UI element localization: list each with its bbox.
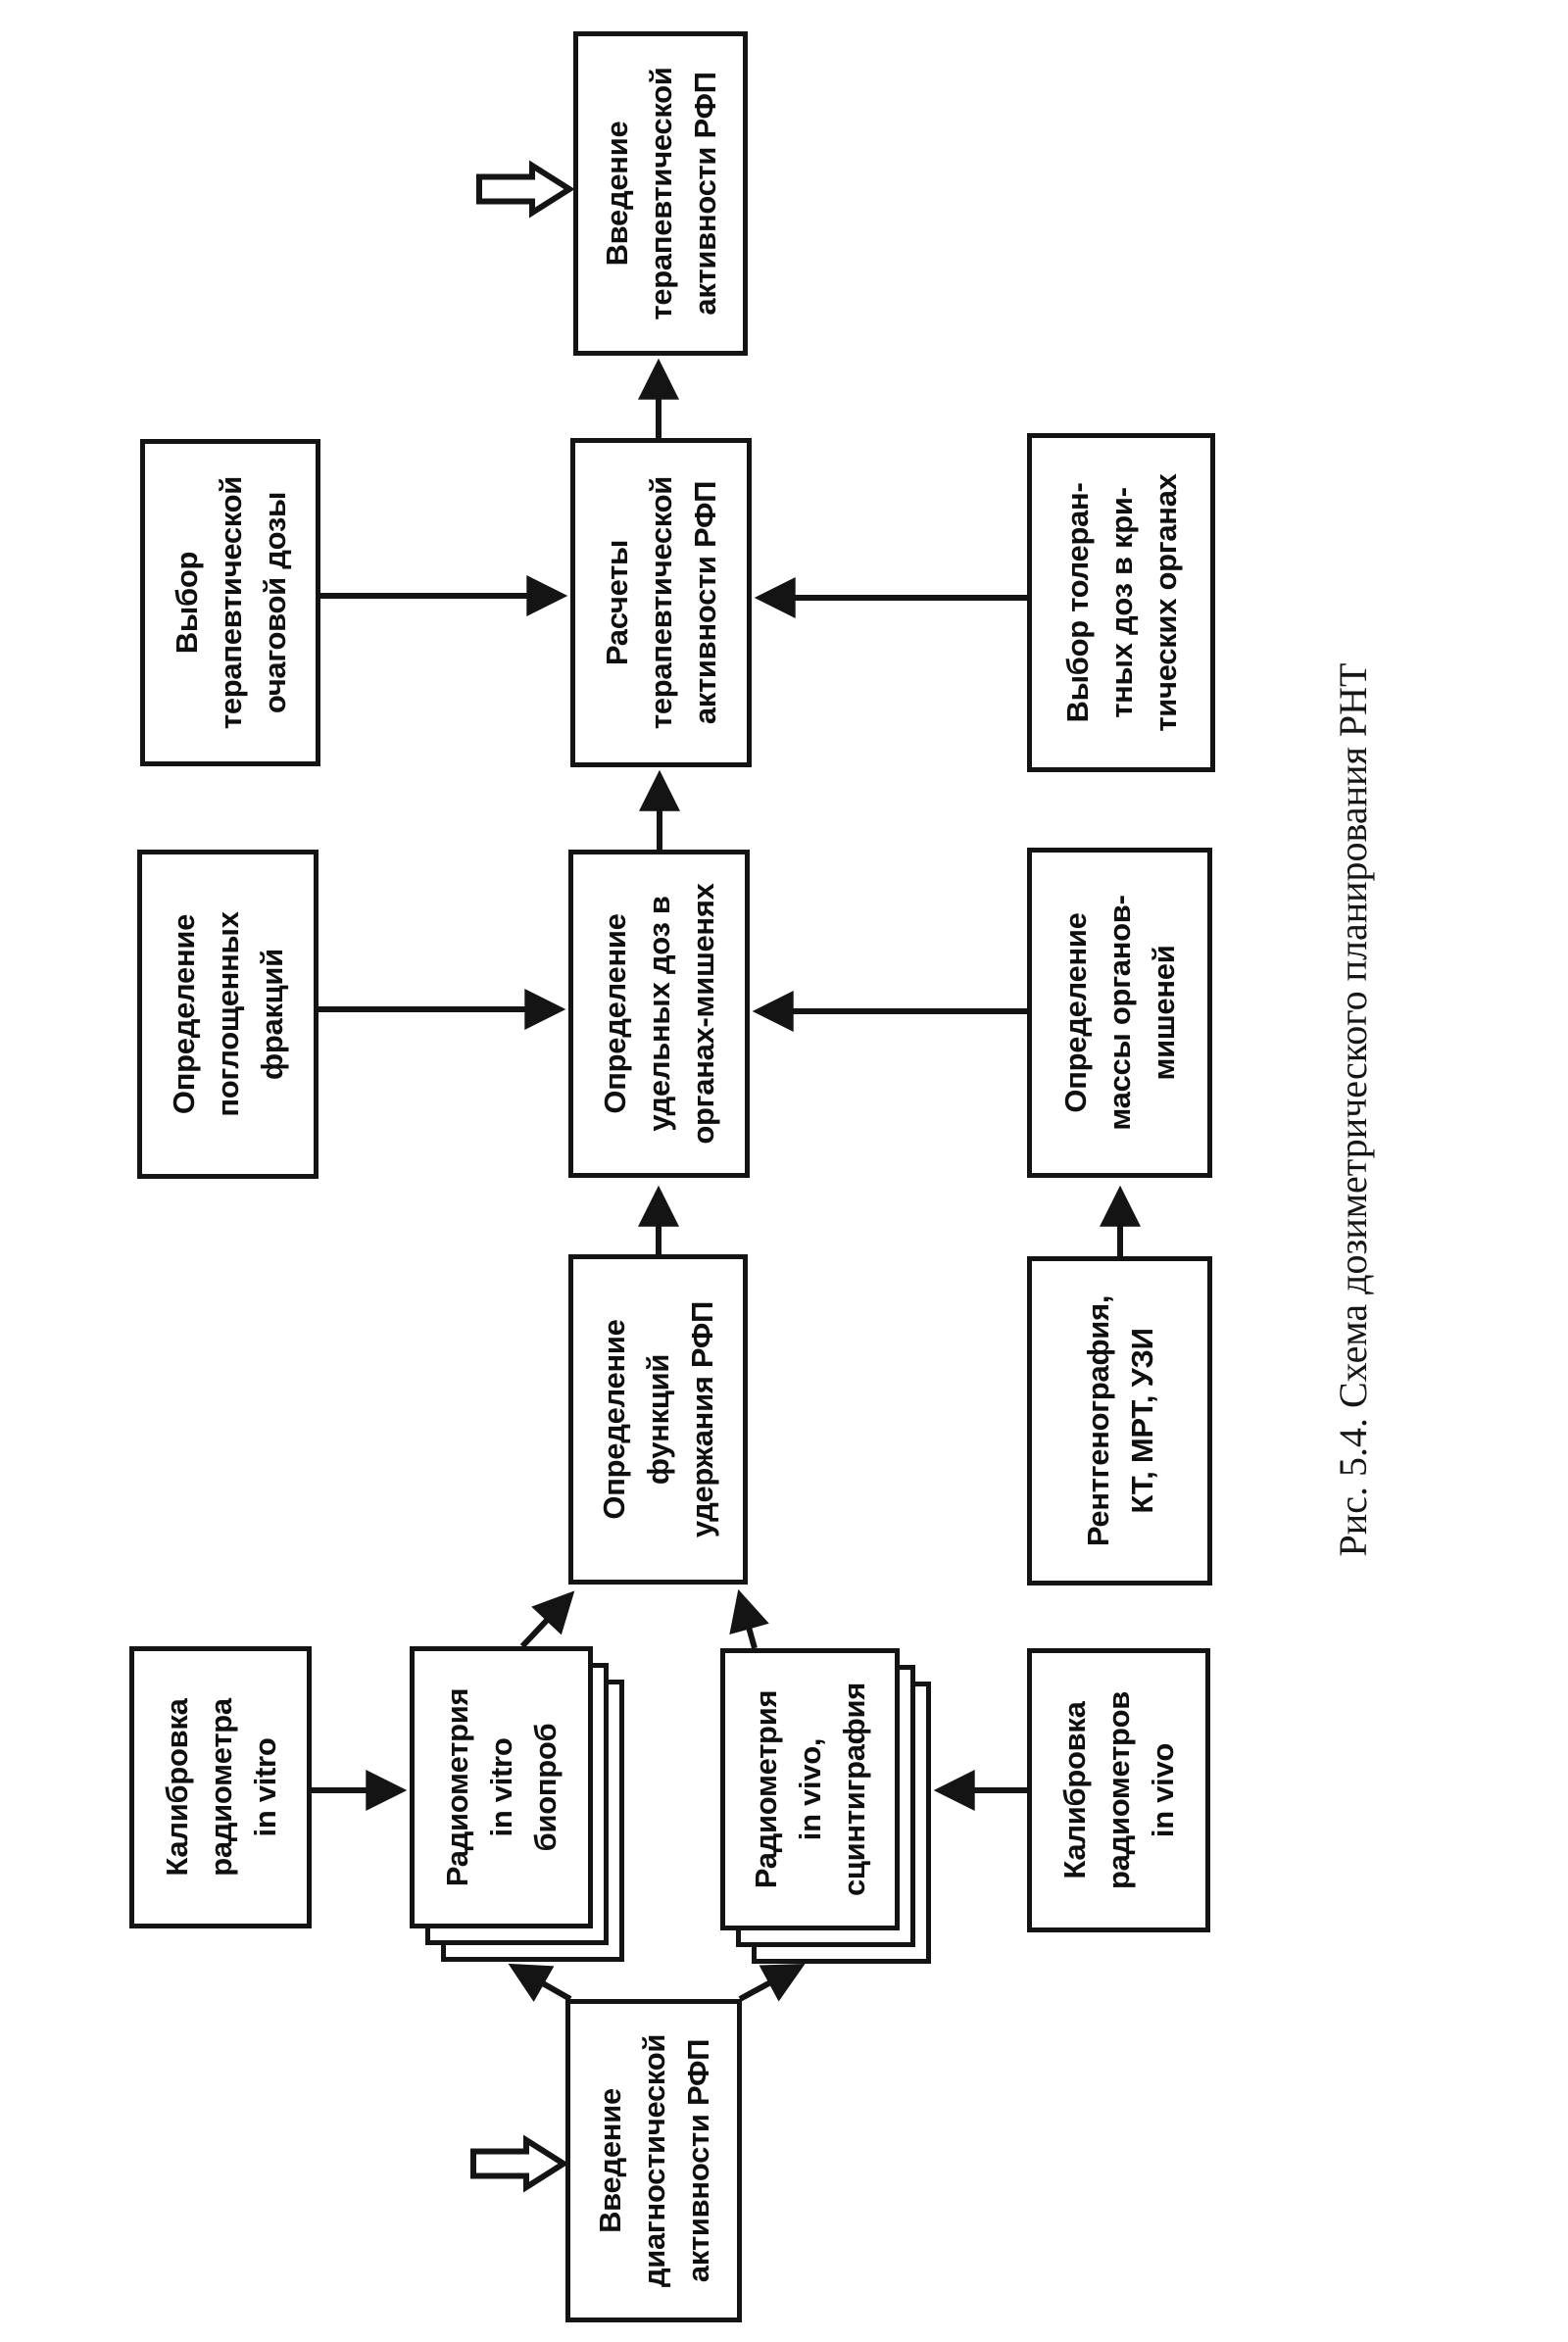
node-inject-diagnostic: Введение диагностической активности РФП bbox=[565, 1999, 742, 2322]
node-label: Рентгенография, КТ, МРТ, УЗИ bbox=[1080, 1294, 1159, 1547]
node-calibration-in-vitro: Калибровка радиометра in vitro bbox=[129, 1646, 312, 1928]
injection-block-arrow-diagnostic bbox=[470, 2134, 569, 2193]
node-radiometry-in-vitro: Радиометрия in vitro биопроб bbox=[410, 1646, 593, 1928]
node-label: Определение функций удержания РФП bbox=[597, 1300, 719, 1538]
node-calc-therapeutic-activity: Расчеты терапевтической активности РФП bbox=[570, 438, 752, 767]
node-label: Калибровка радиометра in vitro bbox=[159, 1698, 282, 1877]
node-label: Калибровка радиометров in vivo bbox=[1057, 1691, 1180, 1890]
node-label: Введение диагностической активности РФП bbox=[592, 2033, 715, 2288]
arrow-radiometryvivo-to-retention bbox=[729, 1588, 769, 1649]
injection-block-arrow-therapeutic bbox=[476, 160, 575, 219]
figure-caption: Рис. 5.4. Схема дозиметрического планиро… bbox=[1331, 662, 1375, 1557]
arrow-radiometryvitro-to-retention bbox=[519, 1590, 575, 1649]
node-label: Радиометрия in vivo, сцинтиграфия bbox=[749, 1682, 871, 1897]
arrow-start-to-radiometryvivo bbox=[738, 1964, 806, 2002]
node-label: Определение поглощенных фракций bbox=[167, 911, 289, 1117]
node-imaging-modalities: Рентгенография, КТ, МРТ, УЗИ bbox=[1027, 1256, 1212, 1586]
node-label: Выбор толеран- тных доз в кри- тических … bbox=[1059, 473, 1183, 732]
arrow-start-to-radiometryvitro bbox=[508, 1963, 572, 2002]
node-absorbed-fractions: Определение поглощенных фракций bbox=[137, 850, 318, 1179]
node-organ-mass: Определение массы органов- мишеней bbox=[1027, 848, 1212, 1178]
node-label: Введение терапевтической активности РФП bbox=[599, 67, 722, 320]
node-label: Определение удельных доз в органах-мишен… bbox=[598, 883, 720, 1145]
connector-arrows bbox=[312, 358, 1141, 2002]
node-calibration-in-vivo: Калибровка радиометров in vivo bbox=[1027, 1648, 1210, 1932]
node-tolerant-doses: Выбор толеран- тных доз в кри- тических … bbox=[1027, 433, 1215, 772]
node-choose-focal-dose: Выбор терапевтической очаговой дозы bbox=[140, 439, 320, 766]
node-label: Выбор терапевтической очаговой дозы bbox=[169, 475, 292, 730]
node-retention-functions: Определение функций удержания РФП bbox=[568, 1254, 748, 1585]
node-label: Расчеты терапевтической активности РФП bbox=[600, 475, 722, 730]
node-label: Радиометрия in vitro биопроб bbox=[440, 1687, 563, 1887]
node-inject-therapeutic: Введение терапевтической активности РФП bbox=[573, 31, 748, 356]
node-radiometry-in-vivo: Радиометрия in vivo, сцинтиграфия bbox=[720, 1648, 900, 1930]
node-specific-doses: Определение удельных доз в органах-мишен… bbox=[568, 850, 750, 1178]
node-label: Определение массы органов- мишеней bbox=[1058, 895, 1181, 1131]
